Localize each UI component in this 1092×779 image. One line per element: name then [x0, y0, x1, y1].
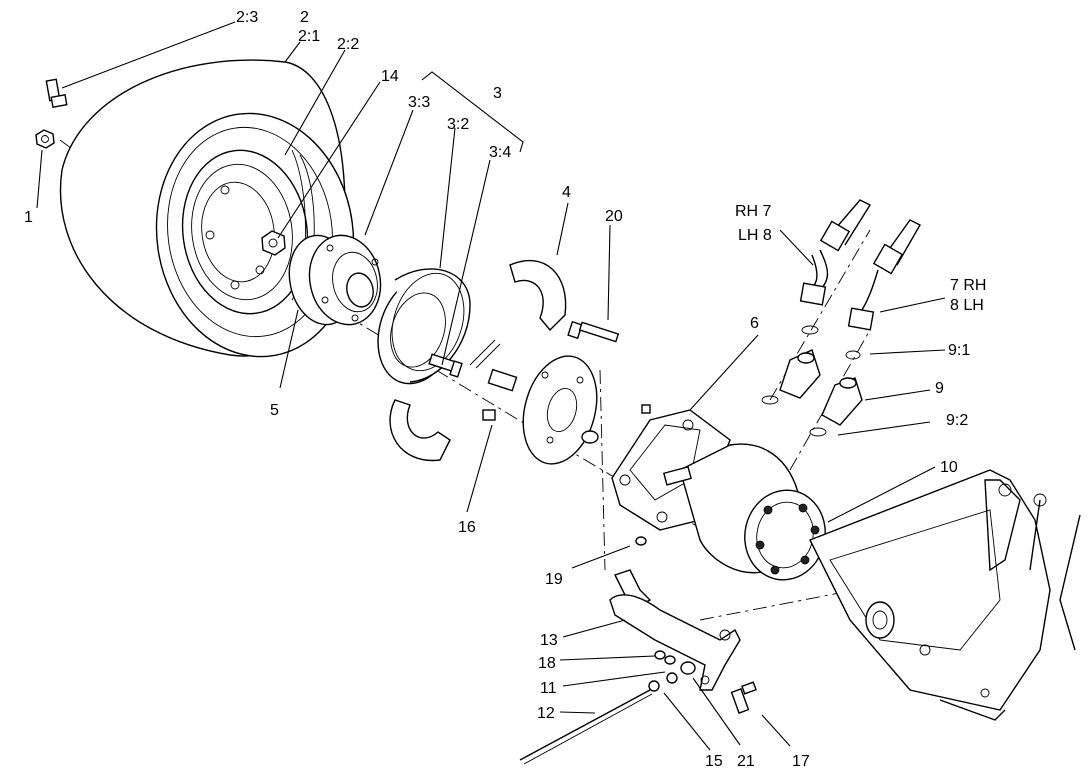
lug-nut [35, 129, 55, 149]
lever-bolt [730, 681, 757, 714]
label-9-1: 9:1 [948, 342, 970, 359]
bolt [567, 320, 620, 343]
elbow-fitting-rh [779, 349, 821, 399]
label-rh7: RH 7 [735, 203, 772, 220]
label-5: 5 [270, 402, 279, 419]
label-10: 10 [940, 459, 958, 476]
wheel-rim [181, 149, 309, 315]
o-rings [761, 325, 861, 437]
brake-rod [519, 689, 653, 765]
leader-lines [36, 21, 946, 751]
label-18: 18 [538, 655, 556, 672]
label-12: 12 [537, 705, 555, 722]
label-2: 2 [300, 9, 309, 26]
hydraulic-hose-lh [847, 219, 921, 331]
wheel-hub [288, 234, 382, 326]
spacer [635, 536, 647, 546]
valve-stem [45, 78, 68, 108]
label-20: 20 [605, 208, 623, 225]
spring-pin [469, 339, 501, 369]
label-17: 17 [792, 753, 810, 770]
label-11: 11 [540, 680, 557, 697]
label-9-2: 9:2 [946, 412, 968, 429]
label-9: 9 [935, 380, 944, 397]
hydraulic-hose-rh [799, 199, 872, 306]
label-4: 4 [562, 184, 571, 201]
label-13: 13 [540, 632, 558, 649]
label-16: 16 [458, 519, 476, 536]
label-2-1: 2:1 [298, 28, 320, 45]
label-14: 14 [381, 68, 399, 85]
label-3-2: 3:2 [447, 116, 469, 133]
label-19: 19 [545, 571, 563, 588]
label-15: 15 [705, 753, 723, 770]
elbow-fitting-lh [821, 377, 863, 426]
label-2-3: 2:3 [236, 9, 258, 26]
group-bracket [421, 71, 524, 153]
brake-shoe-lower [389, 399, 451, 462]
hydraulic-motor [662, 443, 826, 581]
label-8lh: 8 LH [950, 297, 984, 314]
backing-plate [522, 355, 599, 465]
key [641, 404, 651, 414]
label-6: 6 [750, 315, 759, 332]
shoulder-bolt [482, 409, 496, 421]
linkage-hardware [648, 650, 696, 692]
label-3-4: 3:4 [489, 144, 511, 161]
label-2-2: 2:2 [337, 36, 359, 53]
label-21: 21 [737, 753, 755, 770]
brake-lever [609, 594, 741, 691]
label-7rh: 7 RH [950, 277, 986, 294]
brake-shoe-upper [509, 259, 567, 332]
label-1: 1 [24, 209, 33, 226]
brake-actuator-cam [487, 368, 518, 392]
label-3-3: 3:3 [408, 94, 430, 111]
label-3: 3 [493, 85, 502, 102]
label-lh8: LH 8 [738, 227, 772, 244]
brake-drum [377, 268, 471, 385]
frame-axle-housing [809, 469, 1081, 721]
callout-labels: 2:3 2 2:1 2:2 14 3 3:3 3:2 3:4 1 4 20 RH… [24, 9, 986, 770]
